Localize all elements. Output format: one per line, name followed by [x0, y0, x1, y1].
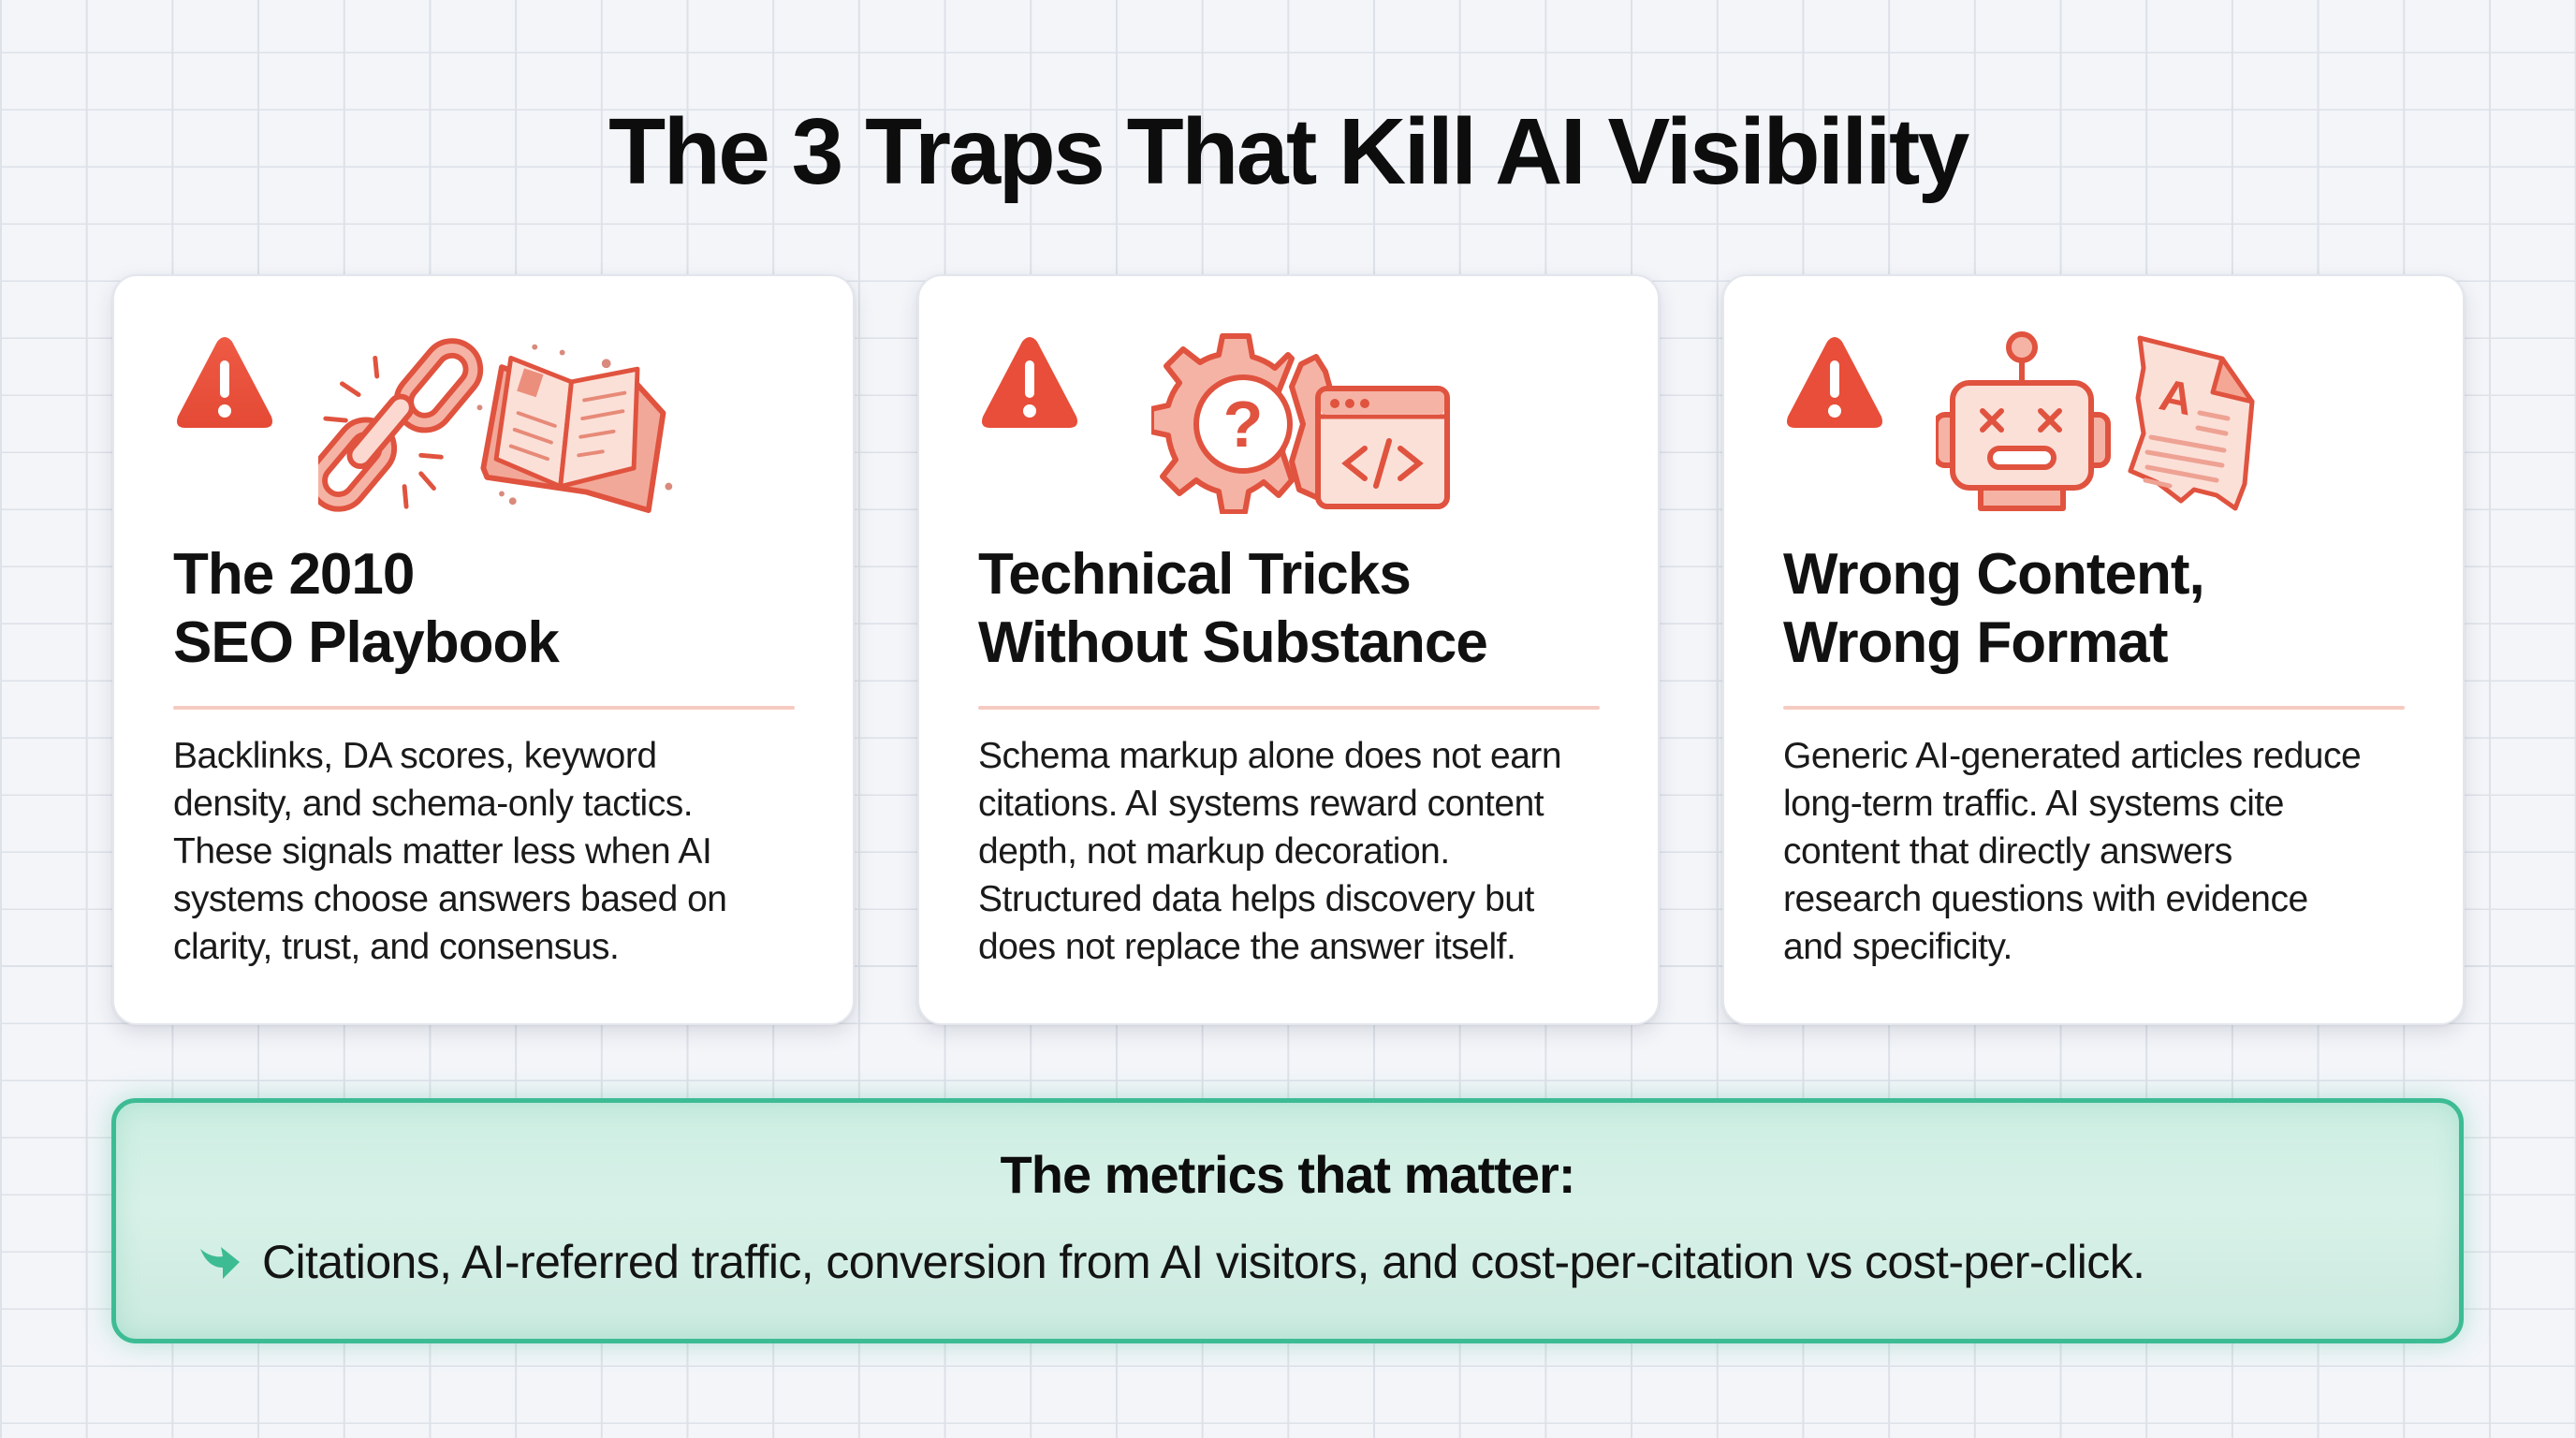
broken-gear-question-icon: ?	[1151, 333, 1450, 514]
card-description: Schema markup alone does not earn citati…	[978, 736, 1562, 967]
trap-card-technical-tricks: ? Technical Tricks Without Substance Sch…	[917, 274, 1660, 1025]
card-title: Wrong Content, Wrong Format	[1783, 542, 2205, 675]
metrics-banner: The metrics that matter: Citations, AI-r…	[111, 1098, 2464, 1343]
metrics-text: Citations, AI-referred traffic, conversi…	[262, 1236, 2145, 1288]
warning-triangle-icon	[177, 337, 272, 428]
card-divider	[978, 706, 1600, 710]
metrics-list-item: Citations, AI-referred traffic, conversi…	[198, 1225, 2145, 1299]
card-title: The 2010 SEO Playbook	[173, 542, 560, 675]
warning-triangle-icon	[982, 337, 1077, 428]
torn-book-icon	[476, 344, 673, 514]
torn-document-icon: A	[2128, 335, 2255, 511]
card-description: Backlinks, DA scores, keyword density, a…	[173, 736, 727, 967]
warning-triangle-icon	[1787, 337, 1882, 428]
svg-text:?: ?	[1223, 388, 1264, 461]
page-title: The 3 Traps That Kill AI Visibility	[608, 99, 1969, 204]
broken-chain-icon	[318, 338, 673, 514]
arrow-right-icon	[200, 1247, 240, 1279]
broken-robot-icon: A	[1936, 331, 2255, 511]
card-description: Generic AI-generated articles reduce lon…	[1783, 736, 2362, 967]
card-divider	[173, 706, 795, 710]
trap-card-seo-playbook: The 2010 SEO Playbook Backlinks, DA scor…	[112, 274, 855, 1025]
trap-card-wrong-content: A Wrong Content, Wrong Format Generic AI…	[1722, 274, 2465, 1025]
code-window-icon	[1315, 386, 1450, 509]
banner-title: The metrics that matter:	[1000, 1145, 1576, 1204]
card-title: Technical Tricks Without Substance	[978, 542, 1488, 675]
card-divider	[1783, 706, 2405, 710]
